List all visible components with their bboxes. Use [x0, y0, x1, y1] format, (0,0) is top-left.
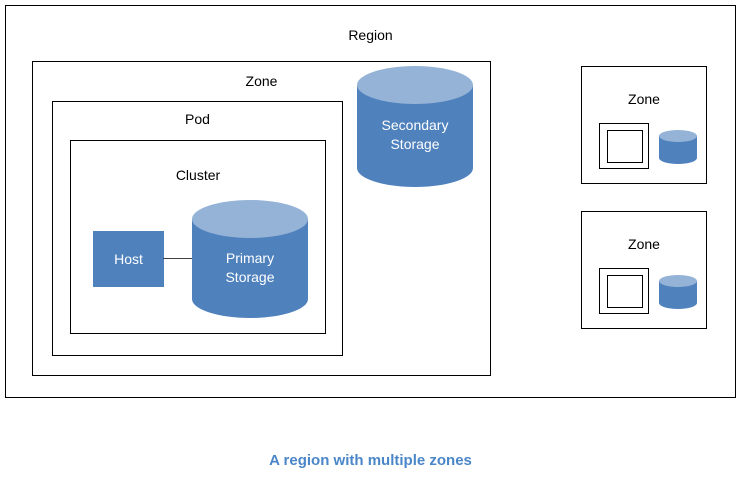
cylinder-body: [659, 136, 697, 158]
pod-label: Pod: [185, 111, 210, 127]
host-label: Host: [114, 251, 143, 267]
cylinder-top-ellipse: [659, 275, 697, 287]
cylinder-body: [659, 281, 697, 303]
mini-storage-cylinder-icon-1: [659, 130, 697, 164]
diagram-caption: A region with multiple zones: [269, 452, 472, 469]
secondary-storage-label: Secondary Storage: [357, 116, 473, 154]
host-node: Host: [93, 231, 164, 287]
mini-pod-outer-box-1: [599, 123, 649, 169]
secondary-storage-cylinder-icon: Secondary Storage: [357, 66, 473, 187]
cluster-label: Cluster: [175, 167, 221, 183]
zone-small-container-2: Zone: [581, 211, 707, 329]
zone-main-container: Zone: [32, 61, 491, 376]
primary-storage-label: Primary Storage: [192, 249, 308, 287]
mini-pod-outer-box-2: [599, 268, 649, 314]
region-label: Region: [348, 27, 393, 43]
host-to-primary-storage-connector: [163, 258, 195, 259]
zone-small-label-2: Zone: [628, 236, 660, 252]
primary-storage-label-line2: Storage: [225, 269, 275, 285]
secondary-storage-label-line2: Storage: [390, 136, 440, 152]
mini-storage-cylinder-icon-2: [659, 275, 697, 309]
cylinder-top-ellipse: [659, 130, 697, 142]
zone-main-label: Zone: [245, 73, 278, 89]
zone-small-container-1: Zone: [581, 66, 707, 184]
primary-storage-cylinder-icon: Primary Storage: [192, 200, 308, 318]
primary-storage-label-line1: Primary: [225, 250, 275, 266]
zone-small-label-1: Zone: [628, 91, 660, 107]
pod-container: Pod: [52, 101, 343, 356]
secondary-storage-label-line1: Secondary: [381, 117, 449, 133]
cylinder-top-ellipse: [192, 200, 308, 238]
mini-cluster-inner-box-1: [607, 130, 643, 163]
cylinder-top-ellipse: [357, 66, 473, 104]
cluster-container: Cluster: [70, 140, 326, 334]
mini-cluster-inner-box-2: [607, 275, 643, 308]
region-container: Region: [5, 5, 736, 398]
